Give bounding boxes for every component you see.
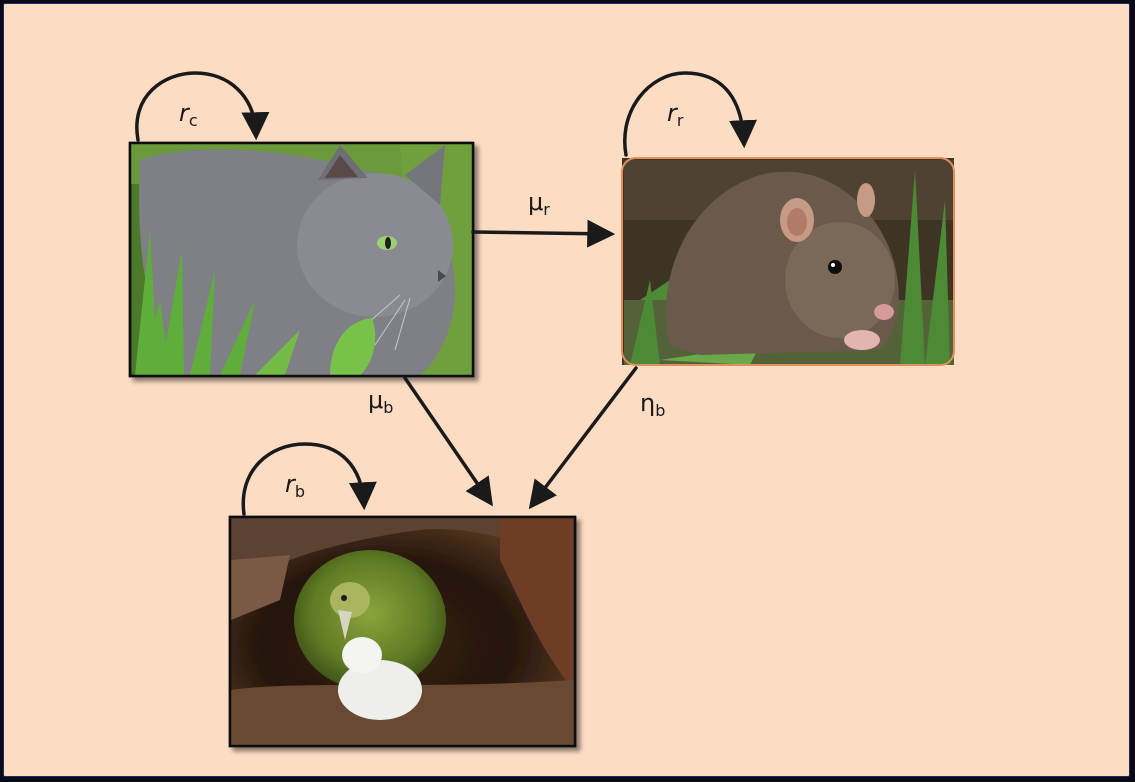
rat-to-kakapo-arrow xyxy=(532,368,636,505)
kakapo-photo xyxy=(230,517,575,746)
label-r-c: rc xyxy=(179,99,198,130)
label-r-b: rb xyxy=(285,470,305,501)
label-eta-b: ηb xyxy=(640,389,665,420)
cat-to-rat-arrow xyxy=(473,232,610,234)
label-r-r: rr xyxy=(667,99,684,130)
cat-to-kakapo-arrow xyxy=(405,378,490,502)
cat-photo xyxy=(130,143,473,376)
label-mu-b: μb xyxy=(368,386,393,417)
self-loop-kakapo-arrow xyxy=(243,444,364,514)
rat-photo xyxy=(622,158,954,365)
self-loop-rat-arrow xyxy=(625,73,744,155)
label-mu-r: μr xyxy=(528,188,550,219)
